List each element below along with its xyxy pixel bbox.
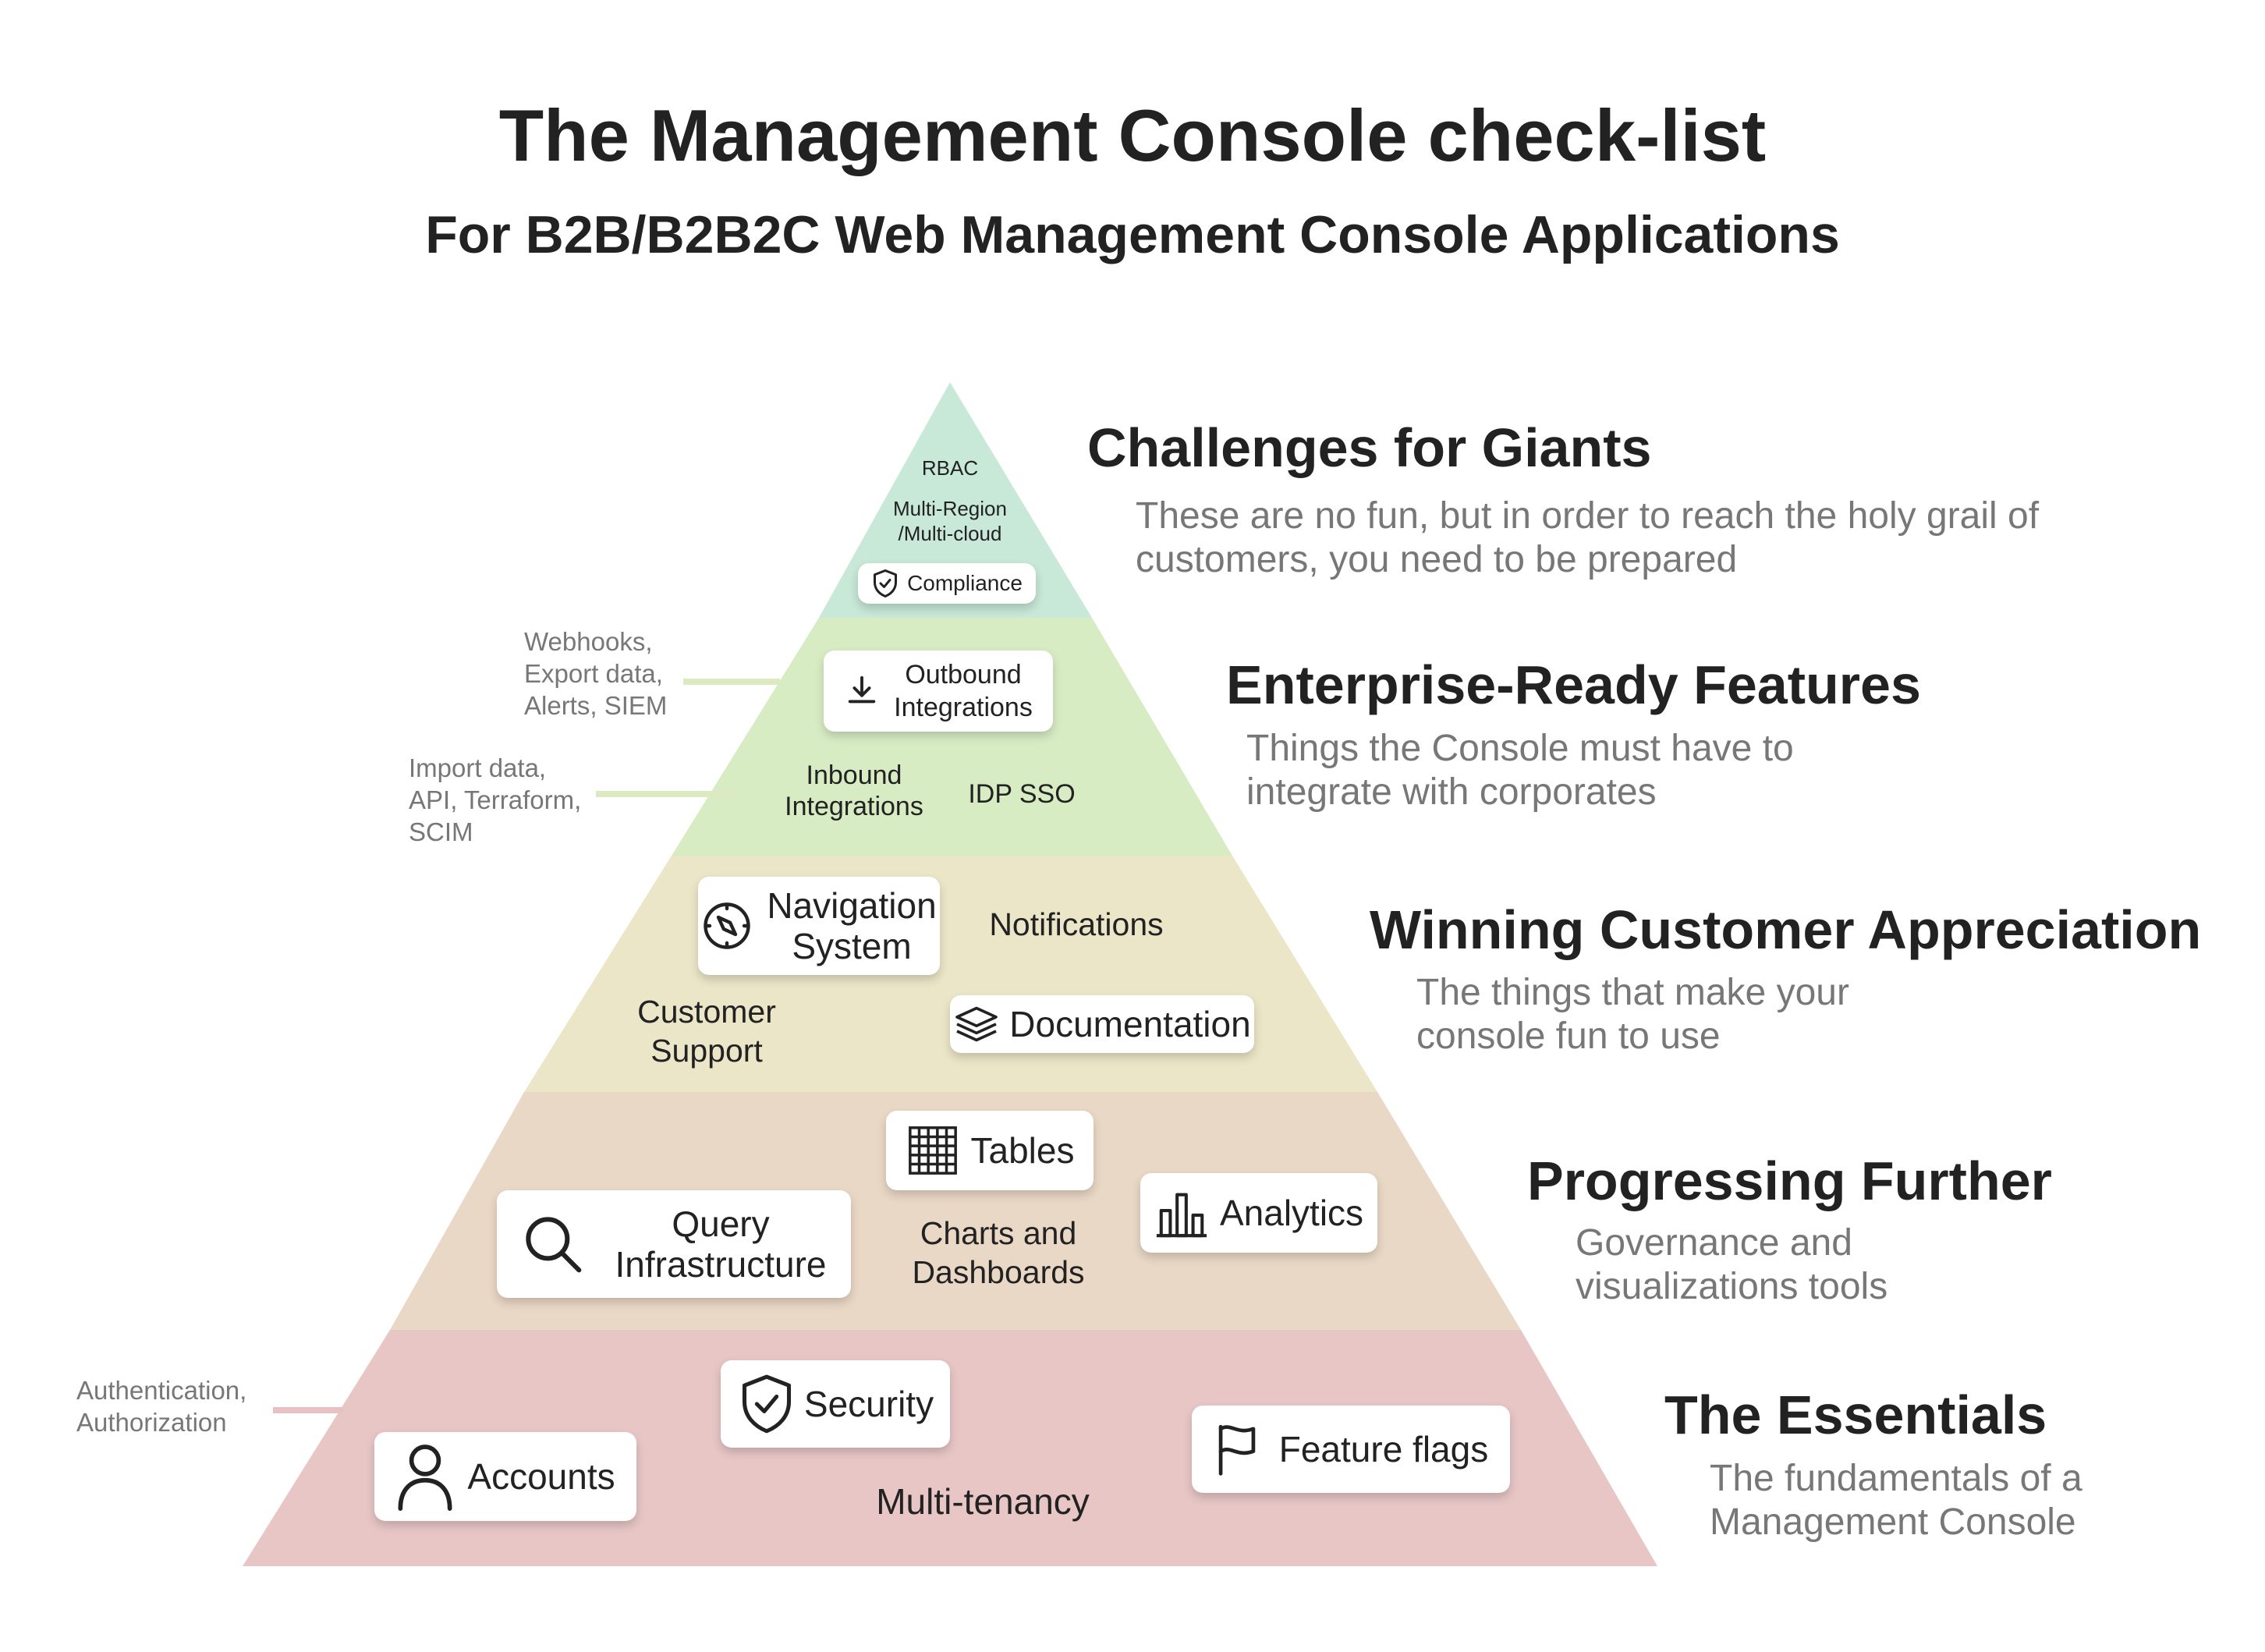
layers-icon <box>955 1006 998 1042</box>
compliance-card: Compliance <box>858 563 1036 604</box>
label-notifications: Notifications <box>989 906 1164 942</box>
compliance-label: Compliance <box>907 571 1023 595</box>
tier-5-title: The Essentials <box>1664 1384 2047 1445</box>
table-icon <box>908 1126 957 1175</box>
navigation-system-label: Navigation System <box>767 885 937 966</box>
feature-flags-card: Feature flags <box>1192 1406 1510 1493</box>
label-inbound-integrations: Inbound Integrations <box>785 760 923 821</box>
query-infrastructure-card: Query Infrastructure <box>497 1190 851 1298</box>
outbound-integrations-label: Outbound Integrations <box>894 660 1033 722</box>
documentation-label: Documentation <box>1009 1004 1251 1044</box>
outbound-integrations-card: Outbound Integrations <box>824 651 1053 732</box>
feature-flags-label: Feature flags <box>1278 1429 1489 1469</box>
flag-icon <box>1218 1424 1256 1476</box>
user-icon <box>398 1445 452 1512</box>
analytics-label: Analytics <box>1219 1193 1364 1233</box>
label-multi-tenancy: Multi-tenancy <box>876 1481 1090 1522</box>
note-webhooks: Webhooks, Export data, Alerts, SIEM <box>524 627 668 720</box>
download-icon <box>848 675 876 704</box>
shield-check-icon <box>742 1374 791 1434</box>
label-customer-support: Customer Support <box>637 994 776 1069</box>
accounts-card: Accounts <box>374 1432 636 1521</box>
tier-1-description: These are no fun, but in order to reach … <box>1136 495 2040 580</box>
tables-label: Tables <box>970 1130 1075 1171</box>
query-infrastructure-label: Query Infrastructure <box>615 1204 827 1285</box>
label-charts-dashboards: Charts and Dashboards <box>912 1215 1085 1290</box>
tier-4-description: Governance and visualizations tools <box>1576 1222 1888 1307</box>
analytics-card: Analytics <box>1140 1173 1377 1253</box>
compass-icon <box>704 902 751 949</box>
security-card: Security <box>721 1360 950 1448</box>
tier-2-title: Enterprise-Ready Features <box>1226 654 1921 715</box>
tables-card: Tables <box>886 1111 1094 1190</box>
label-idp-sso: IDP SSO <box>968 779 1076 809</box>
tier-5-description: The fundamentals of a Management Console <box>1710 1458 2082 1543</box>
tier-2-shape <box>672 618 1232 856</box>
page-subtitle: For B2B/B2B2C Web Management Console App… <box>425 205 1840 264</box>
label-rbac: RBAC <box>921 456 979 480</box>
tier-1-shape <box>819 382 1092 618</box>
search-icon <box>525 1217 581 1273</box>
tier-4-title: Progressing Further <box>1527 1150 2052 1211</box>
bar-chart-icon <box>1156 1193 1207 1238</box>
accounts-label: Accounts <box>467 1456 615 1497</box>
tier-2-description: Things the Console must have to integrat… <box>1246 728 1794 813</box>
navigation-system-card: Navigation System <box>698 877 940 975</box>
tier-3-description: The things that make your console fun to… <box>1416 972 1849 1057</box>
label-multi-region: Multi-Region /Multi-cloud <box>893 497 1007 545</box>
note-import-data: Import data, API, Terraform, SCIM <box>409 753 582 846</box>
security-label: Security <box>803 1384 934 1424</box>
page-title: The Management Console check-list <box>498 94 1767 176</box>
tier-3-title: Winning Customer Appreciation <box>1370 899 2202 960</box>
note-authentication: Authentication, Authorization <box>76 1376 247 1437</box>
tier-1-title: Challenges for Giants <box>1087 417 1652 478</box>
documentation-card: Documentation <box>950 995 1254 1053</box>
shield-check-icon <box>874 569 898 597</box>
